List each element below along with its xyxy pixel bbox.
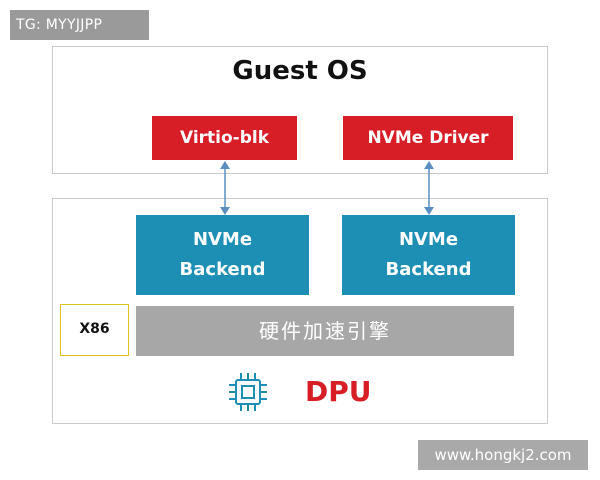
nvme-backend-box-1: NVMe Backend <box>136 215 309 295</box>
backend-1-line1: NVMe <box>192 229 253 250</box>
virtio-blk-box: Virtio-blk <box>152 116 297 160</box>
backend-2-line2: Backend <box>385 259 472 280</box>
arrow-nvme-driver-to-backend <box>424 161 434 215</box>
backend-2-line1: NVMe <box>398 229 459 250</box>
chip-icon <box>229 373 267 411</box>
hardware-acceleration-engine: 硬件加速引擎 <box>136 306 514 356</box>
arrow-virtio-to-backend <box>220 161 230 215</box>
watermark-bottom: www.hongkj2.com <box>418 440 588 470</box>
guest-os-title: Guest OS <box>232 56 368 86</box>
nvme-driver-box: NVMe Driver <box>343 116 513 160</box>
watermark-top: TG: MYYJJPP <box>10 10 149 40</box>
backend-1-line2: Backend <box>179 259 266 280</box>
x86-box: X86 <box>60 304 129 356</box>
nvme-backend-box-2: NVMe Backend <box>342 215 515 295</box>
dpu-label: DPU <box>305 375 372 408</box>
